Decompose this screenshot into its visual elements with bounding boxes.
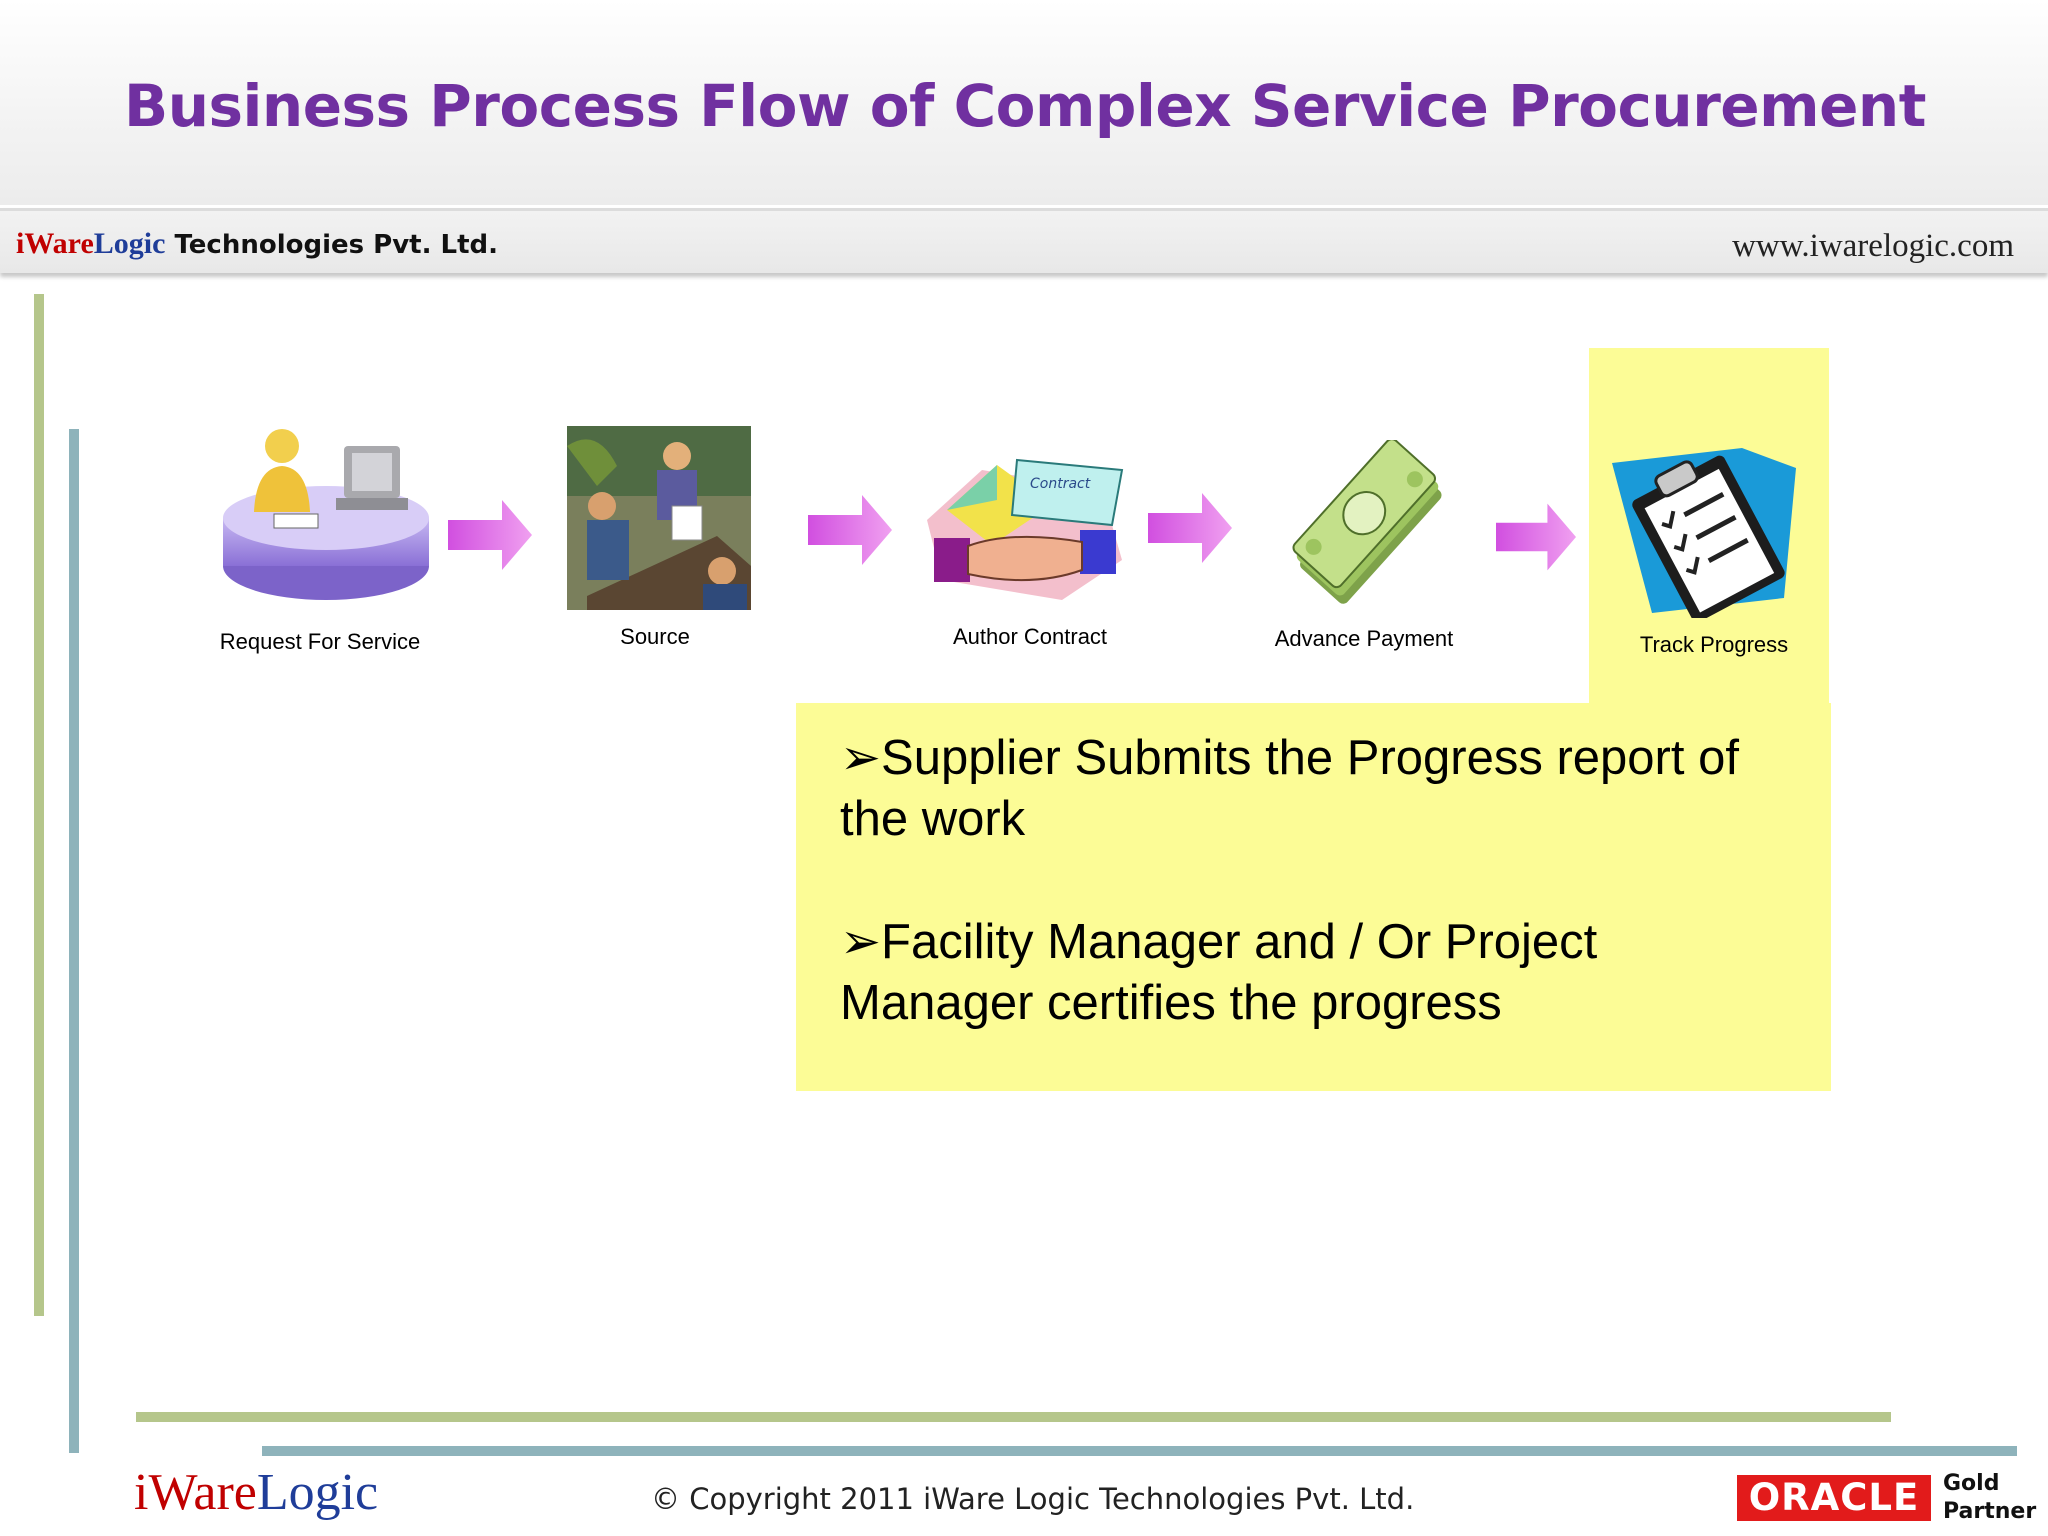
step-advance-payment: [1285, 438, 1450, 610]
step-source: [567, 426, 751, 610]
partner-badge: Gold Partner: [1943, 1470, 2036, 1526]
clipboard-checklist-icon: [1612, 448, 1796, 623]
money-stack-icon: [1292, 438, 1442, 604]
step-label-request-for-service: Request For Service: [219, 629, 421, 654]
company-name: iWareLogic Technologies Pvt. Ltd.: [16, 227, 498, 261]
svg-text:Contract: Contract: [1030, 476, 1091, 492]
step-track-progress: [1612, 448, 1796, 623]
oracle-logo: ORACLE: [1737, 1475, 1931, 1521]
service-desk-icon: [223, 429, 429, 600]
decorative-vertical-line-green: [34, 294, 44, 1316]
company-bar: iWareLogic Technologies Pvt. Ltd. www.iw…: [0, 208, 2048, 273]
company-brand-part1: iWare: [16, 227, 94, 260]
decorative-horizontal-line-teal: [262, 1446, 2017, 1456]
step-label-author-contract: Author Contract: [952, 624, 1108, 649]
flow-arrow-3: [1148, 493, 1232, 563]
details-item-2: ➢Facility Manager and / Or Project Manag…: [840, 915, 1598, 1030]
decorative-horizontal-line-green: [136, 1412, 1891, 1422]
partner-line-1: Gold: [1943, 1471, 2000, 1496]
decorative-vertical-line-teal: [69, 429, 79, 1453]
company-brand-part2: Logic: [93, 227, 166, 260]
website-url[interactable]: www.iwarelogic.com: [1732, 228, 2014, 264]
footer-logo-part2: Logic: [256, 1464, 379, 1521]
partner-line-2: Partner: [1943, 1499, 2037, 1524]
details-list: ➢Supplier Submits the Progress report of…: [840, 728, 1800, 1096]
flow-arrow-4: [1496, 503, 1576, 571]
company-name-rest: Technologies Pvt. Ltd.: [165, 230, 499, 260]
step-author-contract: Contract: [922, 450, 1127, 605]
details-box: [796, 703, 1831, 1091]
details-item-1: ➢Supplier Submits the Progress report of…: [840, 731, 1739, 846]
step-label-track-progress: Track Progress: [1639, 632, 1789, 657]
flow-arrow-1: [448, 500, 532, 570]
footer-logo-part1: iWare: [134, 1464, 257, 1521]
step-request-for-service: [216, 426, 434, 604]
step-label-source: Source: [620, 624, 690, 649]
meeting-clipart-icon: [567, 426, 751, 610]
step-label-advance-payment: Advance Payment: [1274, 626, 1454, 651]
footer-logo: iWareLogic: [134, 1463, 378, 1522]
copyright-text: © Copyright 2011 iWare Logic Technologie…: [651, 1482, 1415, 1516]
slide-title: Business Process Flow of Complex Service…: [124, 72, 1926, 140]
slide-header: Business Process Flow of Complex Service…: [0, 0, 2048, 205]
flow-arrow-2: [808, 495, 892, 565]
contract-handshake-icon: Contract: [927, 458, 1124, 600]
